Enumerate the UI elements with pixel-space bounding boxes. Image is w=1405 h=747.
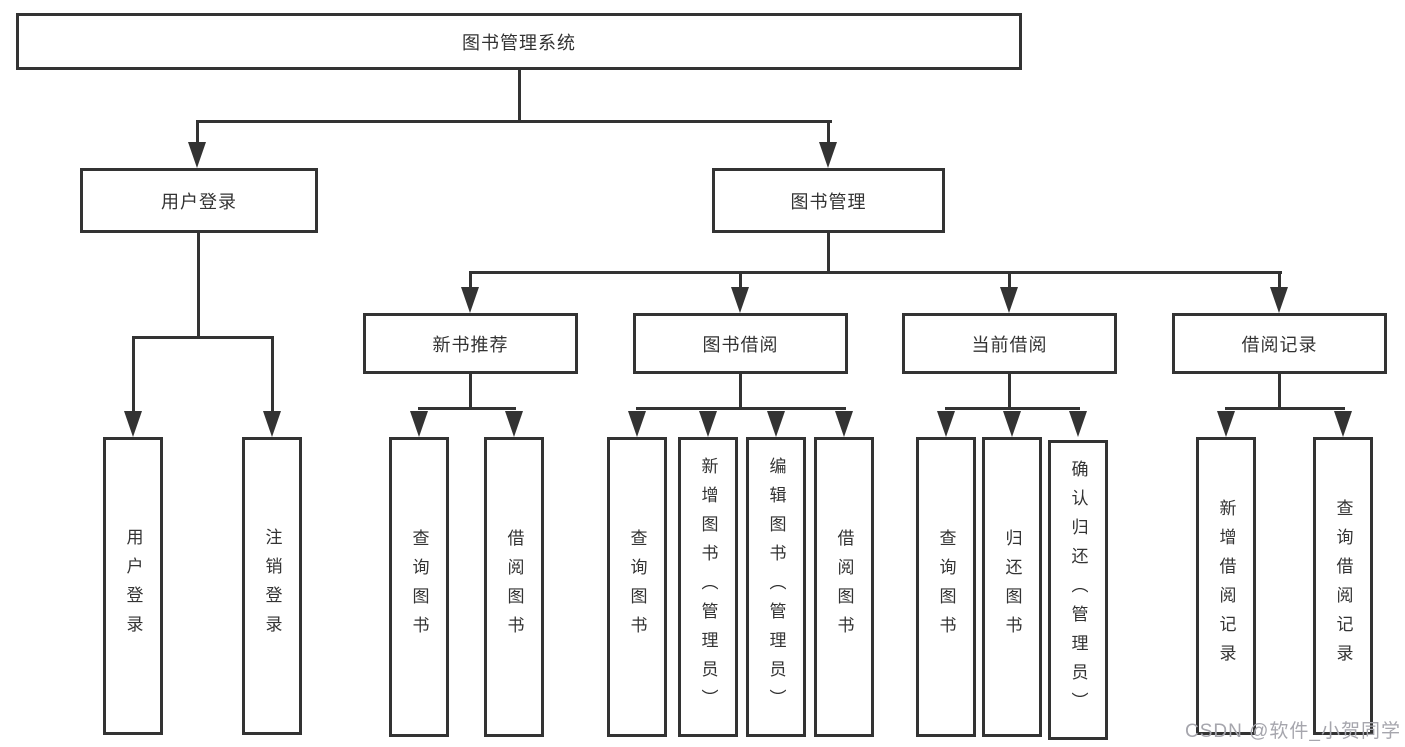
arrowhead-down (1217, 411, 1235, 437)
arrowhead-down (1069, 411, 1087, 437)
node-book-management-label: 图书管理 (790, 191, 867, 212)
connector-line (827, 233, 830, 273)
arrowhead-down (1000, 287, 1018, 313)
connector-line (739, 274, 742, 290)
leaf-cb-query-books: 查询图书 (916, 437, 976, 737)
leaf-cb-confirm-return-label: 确认归还（管理员） (1068, 459, 1088, 721)
arrowhead-down (628, 411, 646, 437)
arrowhead-down (124, 411, 142, 437)
leaf-user-login: 用户登录 (103, 437, 163, 735)
leaf-logout-label: 注销登录 (262, 528, 282, 644)
connector-line (196, 120, 832, 123)
connector-line (739, 374, 742, 407)
leaf-br-query-record-label: 查询借阅记录 (1333, 499, 1353, 673)
connector-line (1008, 274, 1011, 290)
leaf-br-add-record-label: 新增借阅记录 (1216, 499, 1236, 673)
node-new-book-recommend-label: 新书推荐 (432, 334, 509, 355)
leaf-cb-return-books-label: 归还图书 (1002, 529, 1022, 645)
node-root-label: 图书管理系统 (462, 32, 576, 53)
connector-line (197, 233, 200, 338)
leaf-br-query-record: 查询借阅记录 (1313, 437, 1373, 735)
leaf-logout: 注销登录 (242, 437, 302, 735)
leaf-br-add-record: 新增借阅记录 (1196, 437, 1256, 735)
node-user-login-label: 用户登录 (161, 191, 237, 212)
node-book-management: 图书管理 (712, 168, 945, 233)
arrowhead-down (410, 411, 428, 437)
leaf-cb-query-books-label: 查询图书 (936, 529, 956, 645)
node-borrowing-records-label: 借阅记录 (1241, 334, 1318, 355)
node-user-login: 用户登录 (80, 168, 318, 233)
arrowhead-down (1270, 287, 1288, 313)
node-root: 图书管理系统 (16, 13, 1022, 70)
leaf-cb-confirm-return: 确认归还（管理员） (1048, 440, 1108, 740)
leaf-cb-return-books: 归还图书 (982, 437, 1042, 737)
arrowhead-down (819, 142, 837, 168)
arrowhead-down (937, 411, 955, 437)
connector-line (636, 407, 846, 410)
arrowhead-down (263, 411, 281, 437)
leaf-nb-borrow-books-label: 借阅图书 (504, 529, 524, 645)
leaf-nb-borrow-books: 借阅图书 (484, 437, 544, 737)
leaf-bb-add-books-label: 新增图书（管理员） (698, 456, 718, 718)
connector-line (518, 70, 521, 123)
connector-line (132, 336, 274, 339)
leaf-bb-query-books: 查询图书 (607, 437, 667, 737)
connector-line (469, 374, 472, 407)
connector-line (827, 123, 830, 147)
node-book-borrowing-label: 图书借阅 (702, 334, 779, 355)
arrowhead-down (1003, 411, 1021, 437)
leaf-bb-add-books: 新增图书（管理员） (678, 437, 738, 737)
connector-line (469, 274, 472, 290)
leaf-bb-edit-books-label: 编辑图书（管理员） (766, 456, 786, 718)
node-book-borrowing: 图书借阅 (633, 313, 848, 374)
node-current-borrowing: 当前借阅 (902, 313, 1117, 374)
leaf-user-login-label: 用户登录 (123, 528, 143, 644)
watermark-text: CSDN @软件_小贺同学 (1185, 721, 1401, 742)
arrowhead-down (699, 411, 717, 437)
arrowhead-down (188, 142, 206, 168)
arrowhead-down (505, 411, 523, 437)
arrowhead-down (461, 287, 479, 313)
arrowhead-down (1334, 411, 1352, 437)
connector-line (418, 407, 516, 410)
leaf-nb-query-books: 查询图书 (389, 437, 449, 737)
leaf-bb-borrow-books-label: 借阅图书 (834, 529, 854, 645)
leaf-bb-borrow-books: 借阅图书 (814, 437, 874, 737)
connector-line (945, 407, 1080, 410)
arrowhead-down (731, 287, 749, 313)
node-current-borrowing-label: 当前借阅 (971, 334, 1048, 355)
leaf-bb-query-books-label: 查询图书 (627, 529, 647, 645)
connector-line (271, 339, 274, 413)
arrowhead-down (835, 411, 853, 437)
node-borrowing-records: 借阅记录 (1172, 313, 1387, 374)
leaf-bb-edit-books: 编辑图书（管理员） (746, 437, 806, 737)
connector-line (196, 123, 199, 147)
arrowhead-down (767, 411, 785, 437)
connector-line (1278, 374, 1281, 407)
node-new-book-recommend: 新书推荐 (363, 313, 578, 374)
connector-line (132, 339, 135, 413)
connector-line (1008, 374, 1011, 407)
connector-line (1278, 274, 1281, 290)
connector-line (1225, 407, 1345, 410)
connector-line (469, 271, 1282, 274)
leaf-nb-query-books-label: 查询图书 (409, 529, 429, 645)
